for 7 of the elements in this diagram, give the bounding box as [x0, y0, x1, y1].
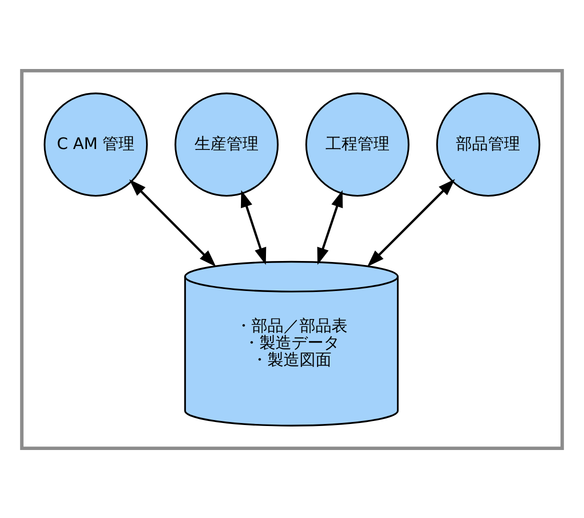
arrow	[240, 190, 266, 264]
node-circle: 工程管理	[305, 92, 410, 196]
arrow	[129, 178, 216, 266]
arrow	[317, 190, 343, 264]
arrow	[367, 178, 456, 266]
node-circle: 生産管理	[174, 92, 279, 196]
cluster	[20, 68, 564, 450]
